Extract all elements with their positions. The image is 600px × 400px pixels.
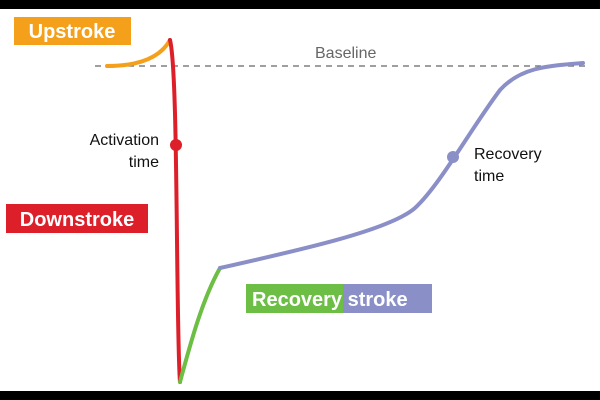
downstroke-curve (168, 38, 182, 384)
recovery-stroke-label-part2: stroke (342, 289, 408, 311)
recovery-stroke-green-curve (178, 266, 222, 384)
activation-time-label-line2: time (129, 154, 159, 171)
downstroke-badge (6, 204, 148, 233)
recovery-time-label-line2: time (474, 168, 504, 185)
recovery-stroke-label-part1: Recovery (252, 289, 343, 311)
recovery-time-marker (447, 151, 459, 163)
recovery-stroke-purple-curve (218, 61, 585, 270)
upstroke-badge (14, 17, 131, 45)
activation-time-label-line1: Activation (90, 132, 159, 149)
recovery-time-label-line1: Recovery (474, 146, 542, 163)
diagram-canvas (0, 9, 600, 391)
baseline-label: Baseline (315, 45, 376, 62)
downstroke-label: Downstroke (20, 209, 134, 231)
recovery-stroke-badge-green (246, 284, 343, 313)
upstroke-curve (105, 38, 172, 68)
upstroke-label: Upstroke (29, 21, 116, 43)
recovery-stroke-badge-purple (343, 284, 432, 313)
recovery-stroke-label: Recovery stroke (252, 289, 408, 311)
activation-time-marker (170, 139, 182, 151)
